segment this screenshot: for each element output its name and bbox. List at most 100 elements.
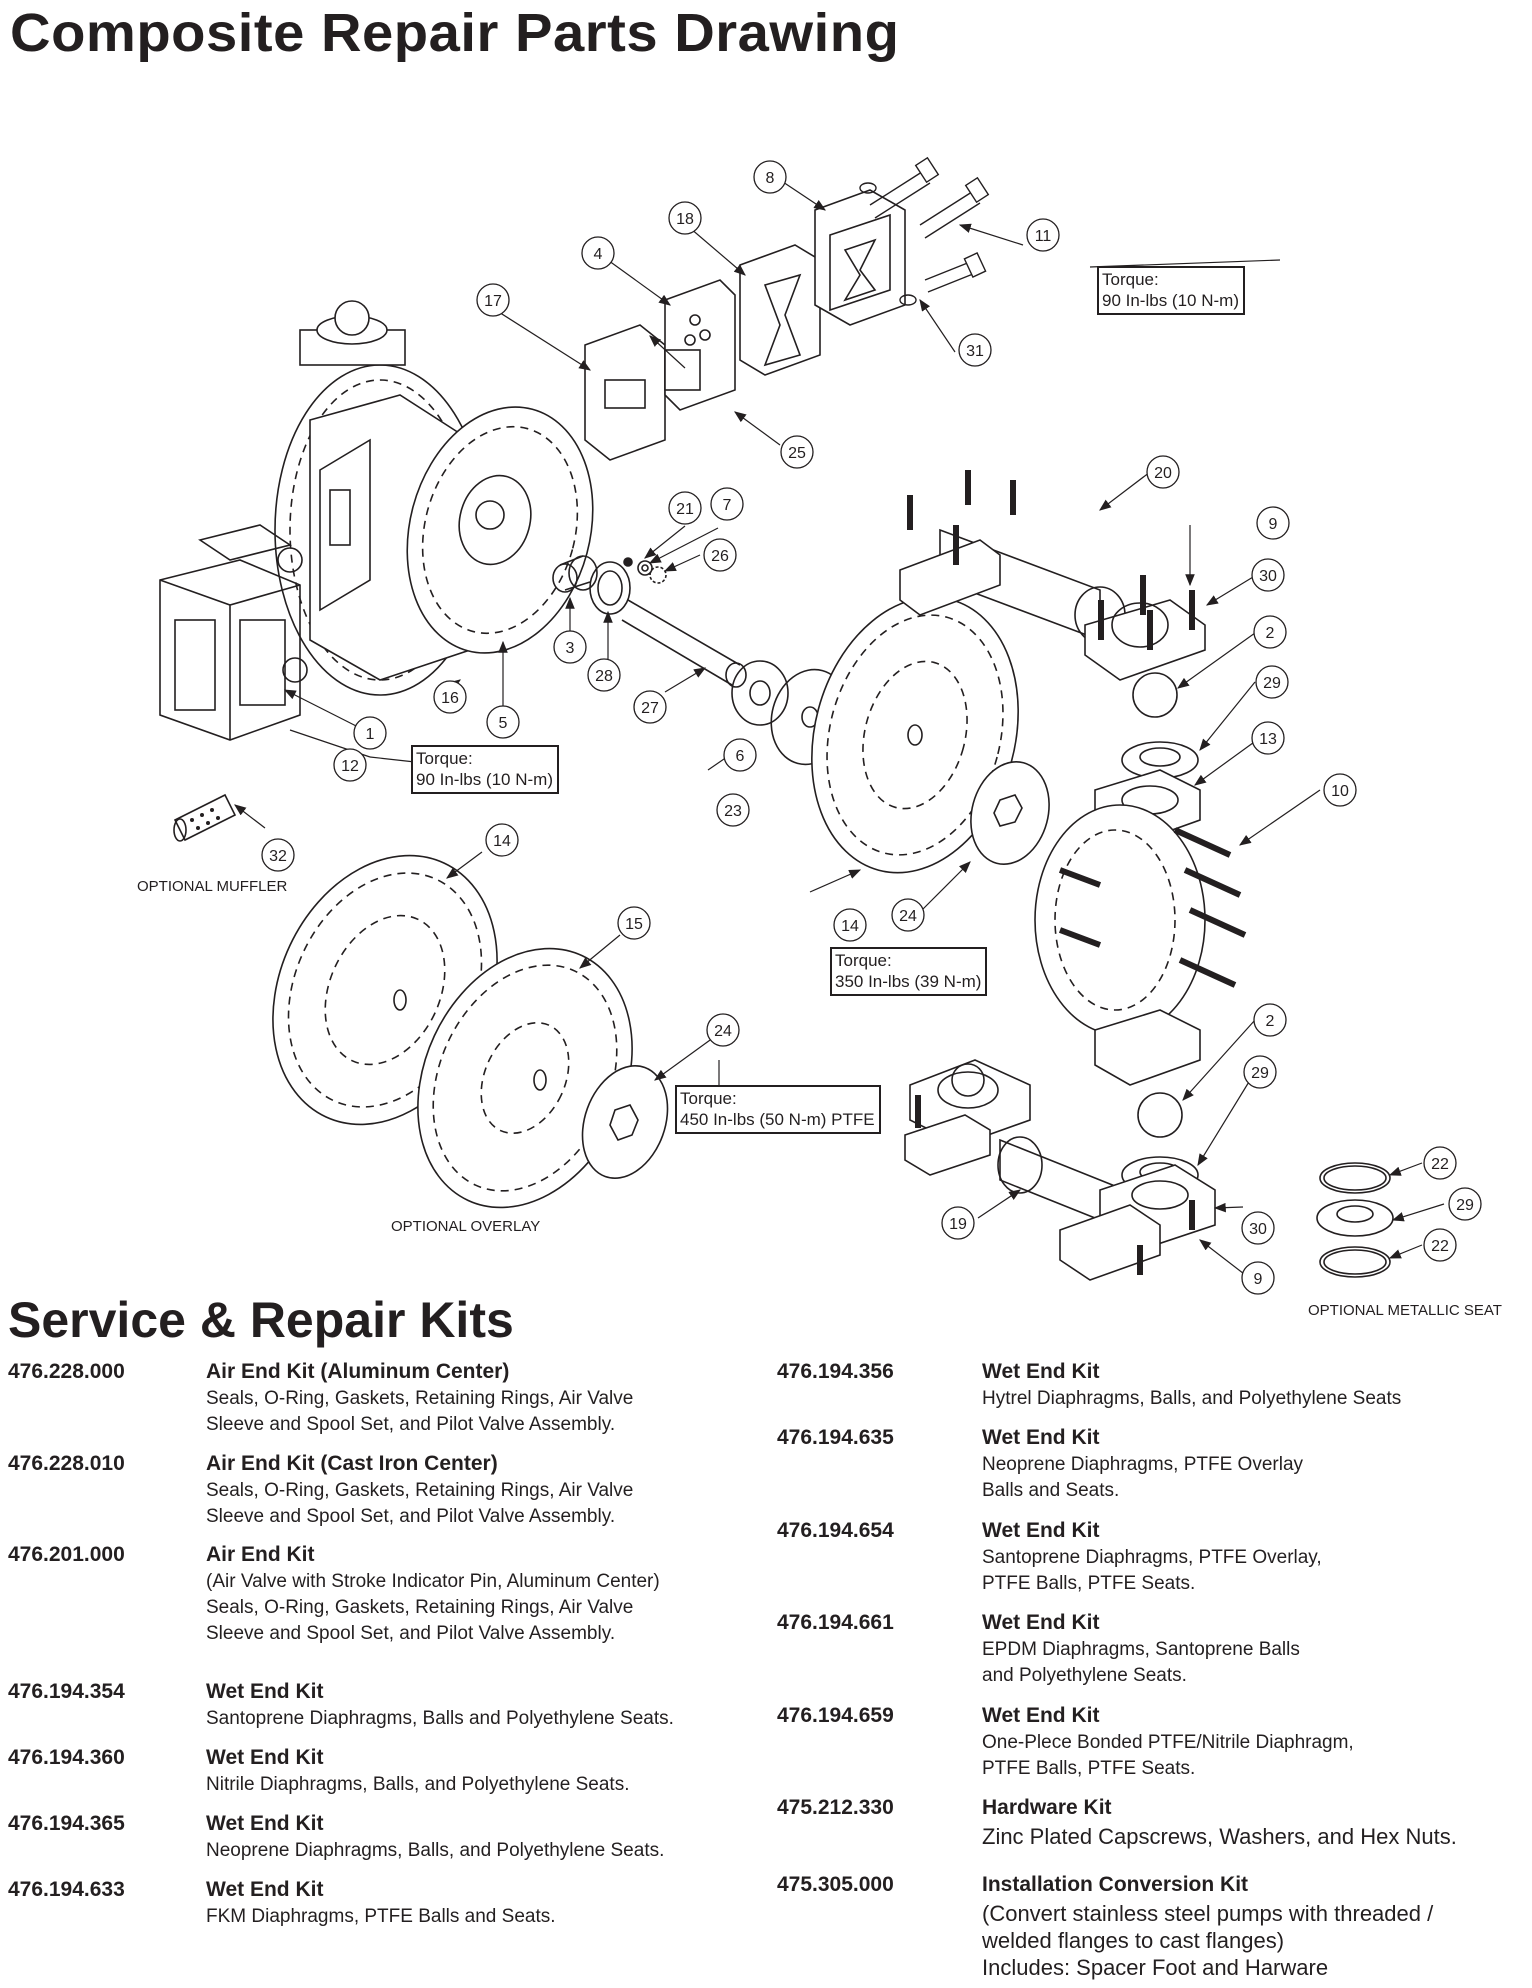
kit-description: Nitrile Diaphragms, Balls, and Polyethyl…	[206, 1772, 629, 1798]
air-valve-assembly	[159, 524, 308, 741]
kit-description: Santoprene Diaphragms, Balls and Polyeth…	[206, 1706, 674, 1732]
callout-number: 14	[841, 918, 859, 935]
callout-27: 27	[633, 690, 667, 724]
kit-part-number: 476.228.010	[8, 1452, 125, 1475]
torque-label: Torque:	[835, 951, 892, 970]
callout-number: 2	[1266, 625, 1275, 642]
callout-number: 21	[676, 501, 694, 518]
bolts-11	[859, 156, 990, 306]
torque-label: Torque:	[1102, 270, 1159, 289]
callout-number: 7	[723, 497, 732, 514]
callout-circle	[1256, 506, 1290, 540]
callout-20: 20	[1146, 455, 1180, 489]
callout-circle	[668, 491, 702, 525]
callout-1: 1	[353, 716, 387, 750]
kit-description: Zinc Plated Capscrews, Washers, and Hex …	[982, 1823, 1457, 1850]
callout-number: 28	[595, 668, 613, 685]
overlay-diaphragms	[272, 854, 669, 1209]
kit-description-line: Seals, O-Ring, Gaskets, Retaining Rings,…	[206, 1597, 634, 1618]
kit-description-line: One-Plece Bonded PTFE/Nitrile Diaphragm,	[982, 1732, 1354, 1753]
callout-circle	[1251, 721, 1285, 755]
kit-description-line: EPDM Diaphragms, Santoprene Balls	[982, 1639, 1300, 1660]
callout-number: 8	[766, 170, 775, 187]
callout-circle	[1253, 615, 1287, 649]
page-title: Composite Repair Parts Drawing	[10, 3, 900, 63]
kit-description-line: Neoprene Diaphragms, Balls, and Polyethy…	[206, 1840, 665, 1861]
torque-label: Torque:	[416, 749, 473, 768]
kits-section-title: Service & Repair Kits	[8, 1292, 514, 1348]
kit-name: Wet End Kit	[206, 1680, 324, 1703]
callout-32: 32	[261, 838, 295, 872]
callout-12: 12	[333, 748, 367, 782]
callout-number: 15	[625, 916, 643, 933]
callout-number: 30	[1259, 568, 1277, 585]
kit-part-number: 475.305.000	[777, 1873, 894, 1896]
callout-11: 11	[1026, 218, 1060, 252]
kit-description-line: Sleeve and Spool Set, and Pilot Valve As…	[206, 1506, 616, 1527]
callout-number: 26	[711, 548, 729, 565]
callout-circle	[1323, 773, 1357, 807]
kit-description-line: Santoprene Diaphragms, PTFE Overlay,	[982, 1547, 1322, 1568]
callout-2: 2	[1253, 1003, 1287, 1037]
callout-circle	[723, 738, 757, 772]
flange-5	[406, 406, 594, 654]
callout-circle	[753, 160, 787, 194]
callout-9: 9	[1256, 506, 1290, 540]
kit-description-line: Santoprene Diaphragms, Balls and Polyeth…	[206, 1708, 674, 1729]
callout-number: 11	[1035, 228, 1052, 245]
callout-bubbles: 1223456789910111213141415161718192021222…	[261, 160, 1482, 1295]
callout-circle	[1253, 1003, 1287, 1037]
callout-number: 18	[676, 211, 694, 228]
callout-23: 23	[716, 793, 750, 827]
callout-number: 27	[641, 700, 659, 717]
kit-description-line: welded flanges to cast flanges)	[982, 1928, 1285, 1953]
kit-name: Air End Kit (Cast Iron Center)	[206, 1452, 498, 1475]
kit-name: Wet End Kit	[206, 1878, 324, 1901]
callout-15: 15	[617, 906, 651, 940]
callout-circle	[891, 898, 925, 932]
callout-number: 12	[341, 758, 359, 775]
callout-number: 31	[966, 343, 984, 360]
kit-name: Wet End Kit	[982, 1519, 1100, 1542]
kit-description-line: and Polyethylene Seats.	[982, 1665, 1187, 1686]
kit-name: Installation Conversion Kit	[982, 1873, 1249, 1896]
callout-number: 17	[484, 293, 502, 310]
callout-circle	[1243, 1055, 1277, 1089]
callout-circle	[485, 823, 519, 857]
kit-description-line: Sleeve and Spool Set, and Pilot Valve As…	[206, 1414, 616, 1435]
callout-number: 22	[1431, 1238, 1449, 1255]
callout-circle	[353, 716, 387, 750]
callout-circle	[617, 906, 651, 940]
callout-circle	[486, 705, 520, 739]
callout-circle	[476, 283, 510, 317]
callout-6: 6	[723, 738, 757, 772]
callout-number: 5	[499, 715, 508, 732]
callout-24: 24	[706, 1013, 740, 1047]
torque-value: 90 In-lbs (10 N-m)	[416, 770, 553, 789]
callout-19: 19	[941, 1206, 975, 1240]
kit-part-number: 476.201.000	[8, 1543, 125, 1566]
kit-part-number: 476.194.661	[777, 1611, 894, 1634]
callout-21: 21	[668, 491, 702, 525]
callout-number: 2	[1266, 1013, 1275, 1030]
kit-name: Wet End Kit	[206, 1812, 324, 1835]
kit-name: Wet End Kit	[982, 1611, 1100, 1634]
callout-3: 3	[553, 630, 587, 664]
kit-description-line: Balls and Seats.	[982, 1480, 1120, 1501]
kit-description-line: FKM Diaphragms, PTFE Balls and Seats.	[206, 1906, 556, 1927]
caption-optional-muffler: OPTIONAL MUFFLER	[137, 878, 288, 895]
callout-number: 1	[366, 726, 375, 743]
callout-16: 16	[433, 680, 467, 714]
kit-description-line: (Convert stainless steel pumps with thre…	[982, 1901, 1434, 1926]
torque-note-air-valve-cap: Torque: 90 In-lbs (10 N-m)	[1097, 266, 1245, 315]
kit-description-line: Neoprene Diaphragms, PTFE Overlay	[982, 1454, 1304, 1475]
callout-30: 30	[1241, 1211, 1275, 1245]
callout-circle	[941, 1206, 975, 1240]
caption-optional-overlay: OPTIONAL OVERLAY	[391, 1218, 541, 1235]
callout-number: 32	[269, 848, 287, 865]
callout-number: 10	[1331, 783, 1349, 800]
callout-number: 29	[1251, 1065, 1269, 1082]
callout-circle	[1241, 1261, 1275, 1295]
callout-circle	[780, 435, 814, 469]
